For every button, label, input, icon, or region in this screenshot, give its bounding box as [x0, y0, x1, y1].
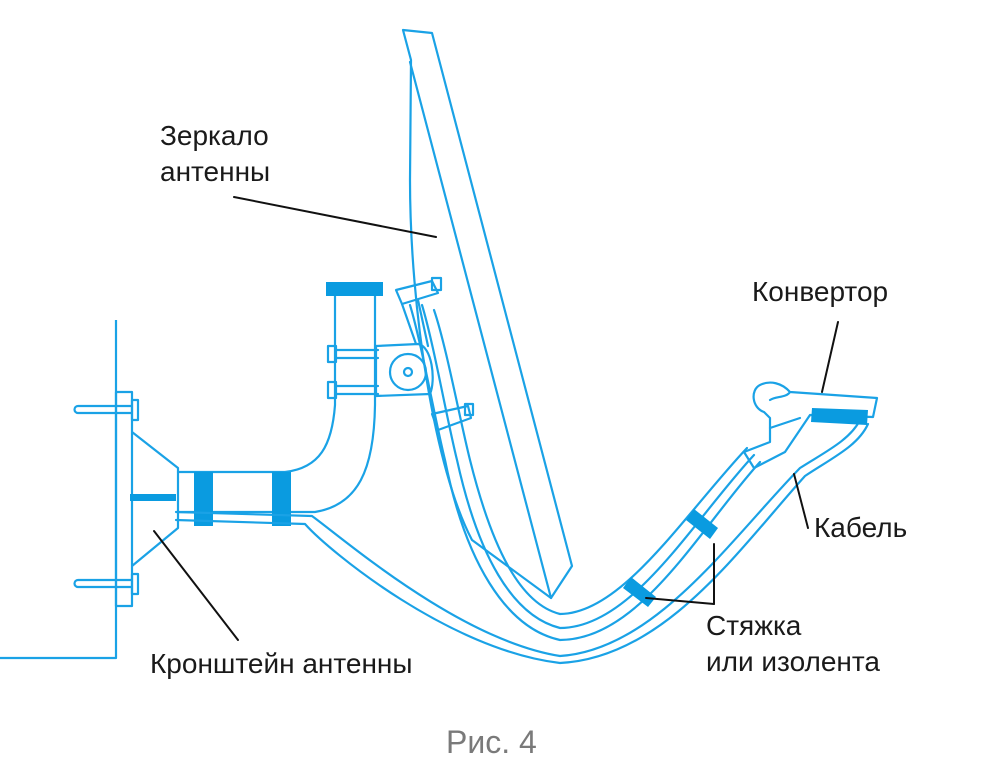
cables — [174, 303, 870, 665]
mirror-label: Зеркало антенны — [160, 118, 270, 190]
tie-label-line-2: или изолента — [706, 646, 880, 677]
mirror-label-line-2: антенны — [160, 156, 271, 187]
tie-2 — [686, 509, 718, 539]
wall — [0, 320, 118, 660]
converter-label: Конвертор — [752, 276, 889, 307]
converter-band — [811, 408, 868, 425]
converter — [742, 381, 879, 470]
leader-lines — [153, 196, 839, 641]
bracket-label: Кронштейн антенны — [150, 648, 413, 679]
tie-label-line-1: Стяжка — [706, 610, 802, 641]
mount-plate — [73, 390, 180, 608]
bracket-clamp-1 — [194, 472, 213, 526]
bracket-clamp-2 — [272, 472, 291, 526]
dish-mount — [326, 276, 475, 432]
tie-label: Стяжка или изолента — [706, 608, 880, 680]
mount-marker — [130, 494, 176, 501]
pipe-cap — [326, 282, 383, 296]
dish-mirror — [401, 28, 574, 600]
tie-1 — [623, 577, 656, 607]
mirror-label-line-1: Зеркало — [160, 120, 269, 151]
cable-label: Кабель — [814, 512, 908, 543]
figure-caption: Рис. 4 — [446, 724, 537, 760]
